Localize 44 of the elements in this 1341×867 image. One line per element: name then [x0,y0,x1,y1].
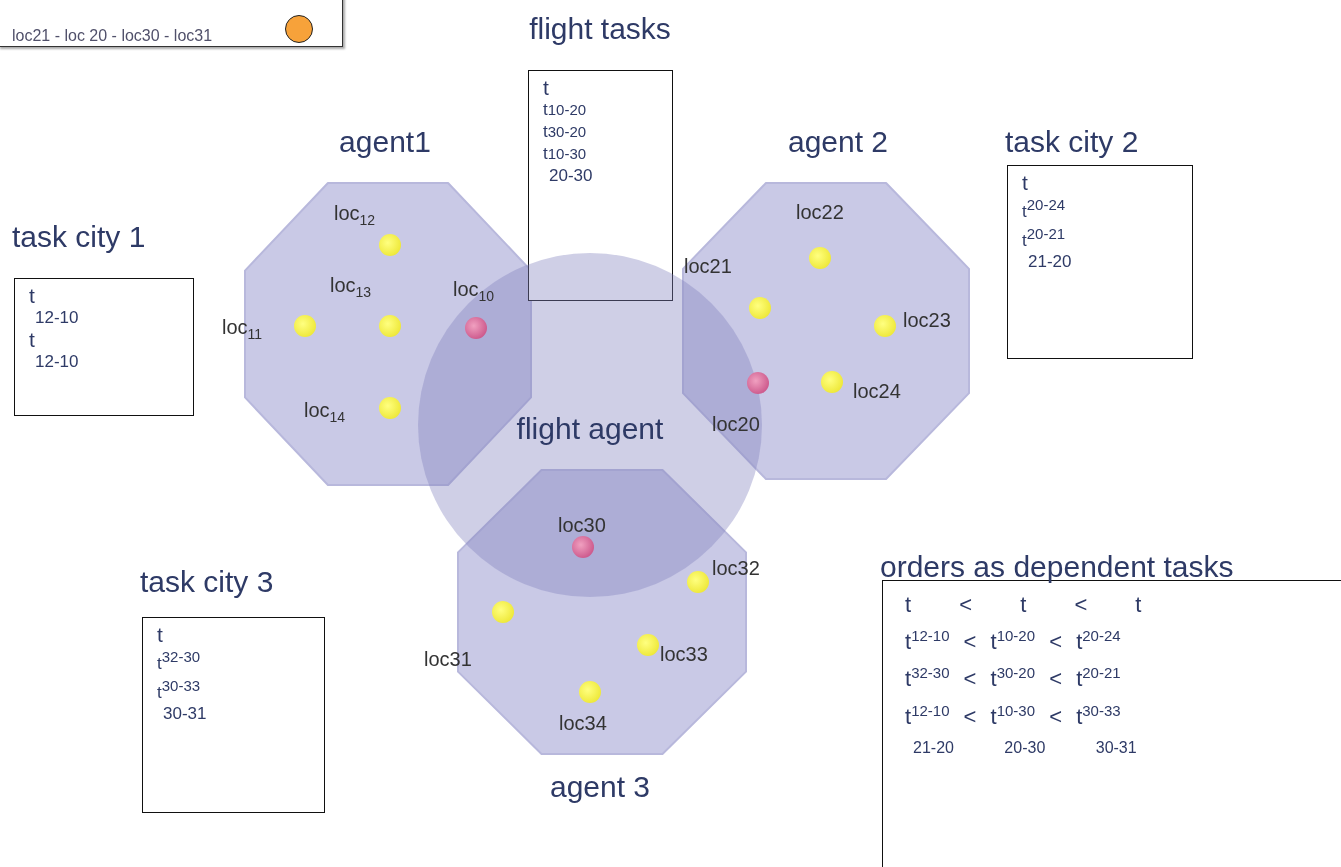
order-row-text: t$^{12-10}$ < t$^{10-20}$ < t$^{20-24}$ [905,626,1121,657]
task-line: t [543,77,549,99]
location-label: loc21 [684,255,732,278]
location-label: loc24 [853,380,901,403]
title-label: flight tasks [529,12,671,46]
task-line: t$^{30-33}$ [157,675,201,704]
task-line: t [29,329,35,351]
order-row-text: t$^{32-30}$ < t$^{30-20}$ < t$^{20-21}$ [905,663,1121,694]
title-label: agent 2 [787,125,889,159]
route-text: loc21 - loc 20 - loc30 - loc31 [12,27,213,45]
location-label: loc32 [712,557,760,580]
location-label: loc$_{12}$ [334,202,376,228]
location-label: loc31 [424,648,472,671]
task-line: 30-31 [163,703,207,726]
title-label: task city 3 [140,565,274,599]
location-label: loc30 [558,514,606,537]
title-label: orders as dependent tasks [880,550,1234,584]
task-line: t [157,624,163,646]
location-label: loc$_{11}$ [222,316,263,342]
location-label: loc$_{13}$ [330,274,372,300]
order-row-text: t$^{12-10}$ < t$^{10-30}$ < t$^{30-33}$ [905,700,1121,731]
location-label: loc33 [660,643,708,666]
title-label: agent 3 [549,770,651,804]
task-line: 20-30 [549,165,593,187]
order-row-text: t < t < t [905,591,1142,619]
title-label: task city 2 [1005,125,1139,159]
task-line: 21-20 [1028,251,1072,274]
order-row-text: 21-20 20-30 30-31 [913,738,1137,758]
task-line: t$^{20-24}$ [1022,195,1066,223]
location-label: loc$_{14}$ [304,399,346,425]
location-label: loc22 [796,201,844,224]
location-label: loc$_{10}$ [453,278,495,304]
task-line: t [1022,172,1028,194]
location-label: loc34 [559,712,607,735]
title-label: agent1 [339,125,431,159]
title-label: task city 1 [12,220,146,254]
task-line: t$^{20-21}$ [1022,223,1066,252]
agent-label: flight agent [516,412,664,446]
task-line: 12-10 [35,307,79,329]
location-label: loc23 [903,309,951,332]
task-line: t [29,285,35,307]
location-label: loc20 [712,413,760,436]
task-line: 12-10 [35,351,79,373]
task-line: t$^{32-30}$ [157,647,201,675]
